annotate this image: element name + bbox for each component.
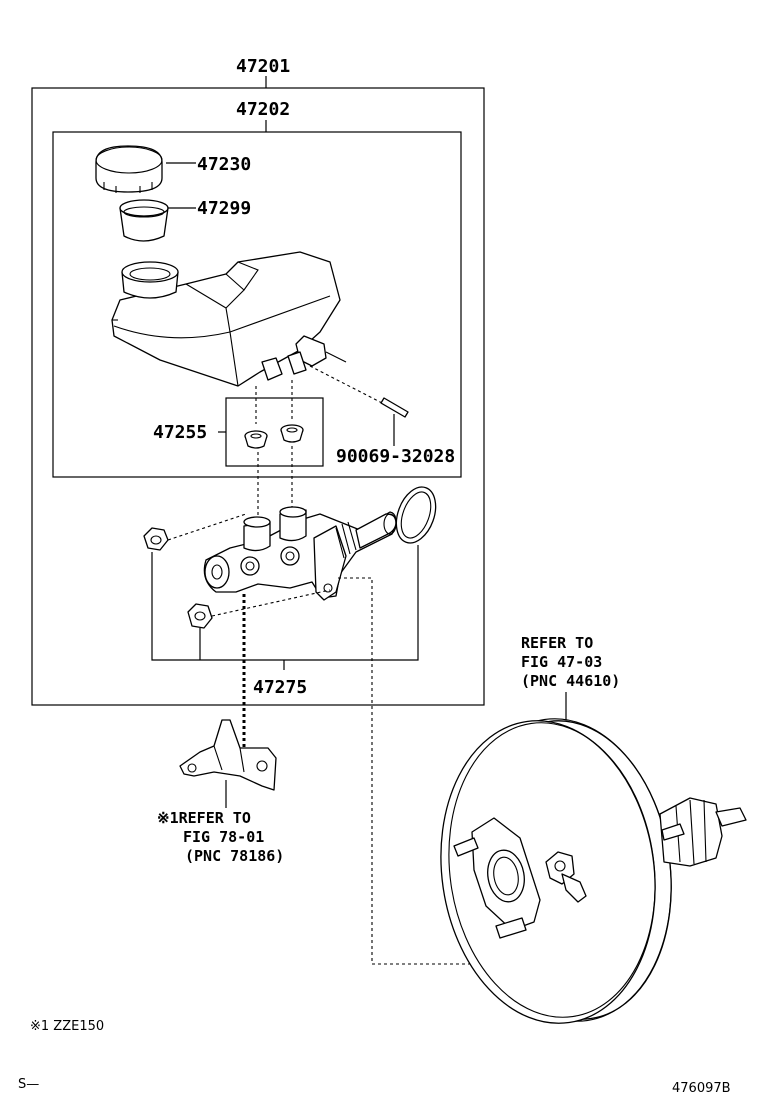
label-reservoir: 47202 bbox=[236, 99, 290, 120]
footer-left: S— bbox=[18, 1077, 39, 1092]
ref-bracket-line3: (PNC 78186) bbox=[185, 847, 284, 865]
ref-booster-line3: (PNC 44610) bbox=[521, 672, 620, 690]
grommet-left bbox=[244, 430, 268, 449]
brake-booster bbox=[440, 718, 747, 1024]
label-grommet: 47255 bbox=[153, 422, 207, 443]
o-ring bbox=[395, 486, 437, 544]
grommet-box bbox=[225, 397, 324, 467]
label-assembly: 47201 bbox=[236, 56, 290, 77]
label-nut-kit: 47275 bbox=[253, 677, 307, 698]
cap-part bbox=[95, 145, 163, 193]
footnote: ※1 ZZE150 bbox=[30, 1019, 104, 1034]
ref-booster-line2: FIG 47-03 bbox=[521, 653, 602, 671]
strainer-part bbox=[119, 199, 169, 242]
label-pin: 90069-32028 bbox=[336, 446, 455, 467]
assembly-frame bbox=[31, 87, 485, 706]
bracket-part bbox=[179, 719, 277, 791]
nut-upper bbox=[143, 527, 169, 551]
ref-bracket-line1: ※1REFER TO bbox=[157, 809, 251, 827]
master-cylinder bbox=[203, 506, 397, 601]
ref-booster-line1: REFER TO bbox=[521, 634, 593, 652]
ref-bracket-line2: FIG 78-01 bbox=[183, 828, 264, 846]
reservoir-tank bbox=[111, 251, 347, 387]
label-cap: 47230 bbox=[197, 154, 251, 175]
label-strainer: 47299 bbox=[197, 198, 251, 219]
nut-lower bbox=[187, 603, 213, 629]
grommet-right bbox=[280, 424, 304, 443]
reservoir-frame bbox=[52, 131, 462, 478]
footer-figure-code: 476097B bbox=[672, 1081, 731, 1096]
